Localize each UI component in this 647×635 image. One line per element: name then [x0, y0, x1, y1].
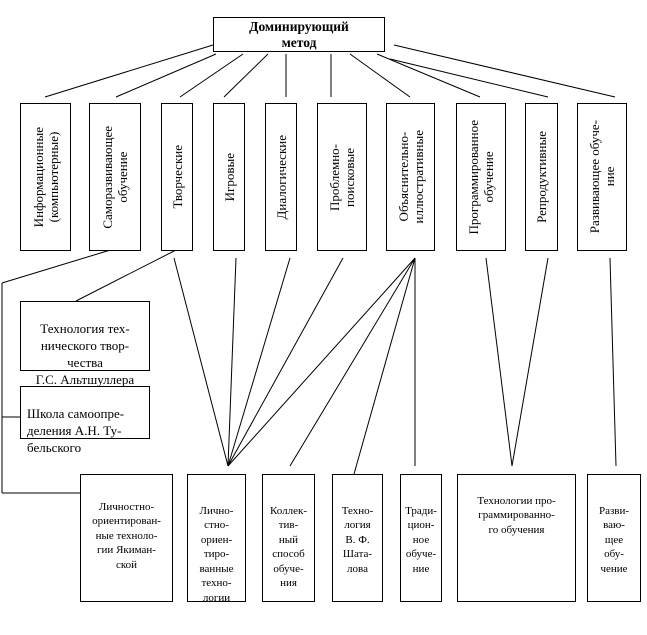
method-programmed: Программированное обучение — [456, 103, 506, 251]
tech-yakimanskaya: Личностно- ориентирован- ные техноло- ги… — [80, 474, 173, 602]
method-game: Игровые — [213, 103, 245, 251]
method-label: Проблемно- поисковые — [327, 143, 357, 211]
method-label: Саморазвивающее обучение — [100, 125, 130, 229]
method-label: Игровые — [221, 152, 237, 202]
tech-tubelsky: Школа самоопре- деления А.Н. Ту- бельско… — [20, 386, 150, 455]
method-reproductive: Репродуктивные — [525, 103, 558, 251]
connector-root-programmed — [376, 53, 481, 98]
connector-root-explanatory — [349, 53, 411, 98]
tech-label: Школа самоопре- деления А.Н. Ту- бельско… — [27, 406, 125, 455]
tech-label: Личностно- ориентирован- ные техноло- ги… — [92, 500, 161, 571]
root-title-line1: Доминирующий — [249, 19, 349, 34]
method-label: Объяснительно- иллюстративные — [395, 130, 426, 224]
connector-reproductive-tech — [511, 257, 549, 467]
connector-problem-personal — [227, 257, 344, 467]
tech-personal-oriented: Лично- стно- ориен- тиро- ванные техно- … — [187, 474, 246, 604]
method-label: Информационные (компьютерные) — [30, 126, 61, 228]
root-title-line2: метод — [281, 35, 317, 50]
tech-shatalov: Техно- логия В. Ф. Шата- лова — [332, 474, 383, 602]
connector-programmed-tech — [485, 257, 513, 467]
method-label: Развивающее обуче- ние — [587, 120, 617, 234]
connector-explanatory-collective — [289, 257, 416, 467]
connector-root-reproductive — [389, 58, 549, 98]
tech-programmed: Технологии про- граммированно- го обучен… — [457, 474, 576, 602]
connector-root-selfdev — [115, 53, 217, 98]
method-developing: Развивающее обуче- ние — [577, 103, 627, 251]
method-label: Творческие — [169, 145, 185, 209]
tech-collective: Коллек- тив- ный способ обуче- ния — [262, 474, 315, 602]
tech-label: Коллек- тив- ный способ обуче- ния — [269, 504, 307, 590]
tech-label: Технология тех- нического твор- чества Г… — [35, 321, 135, 387]
connector-creative-altshuller — [75, 248, 179, 302]
root-node-dominant-method: Доминирующий метод — [213, 17, 385, 52]
tech-traditional: Тради- цион- ное обуче- ние — [400, 474, 442, 602]
method-informational: Информационные (компьютерные) — [20, 103, 71, 251]
method-creative: Творческие — [161, 103, 193, 251]
method-label: Репродуктивные — [534, 131, 549, 223]
connector-game-personal — [227, 257, 237, 467]
method-self-developing: Саморазвивающее обучение — [89, 103, 141, 251]
connector-dialog-personal — [227, 257, 291, 467]
method-label: Программированное обучение — [466, 119, 496, 235]
method-explanatory-illustrative: Объяснительно- иллюстративные — [386, 103, 435, 251]
tech-altshuller: Технология тех- нического твор- чества Г… — [20, 301, 150, 387]
tech-label: Техно- логия В. Ф. Шата- лова — [341, 504, 374, 575]
tech-label: Тради- цион- ное обуче- ние — [405, 504, 437, 575]
connector-explanatory-shatalov — [353, 257, 416, 475]
connector-selfdev-bracket — [1, 247, 118, 284]
method-problem-search: Проблемно- поисковые — [317, 103, 367, 251]
method-label: Диалогические — [273, 134, 289, 220]
connector-explanatory-personal — [227, 257, 416, 467]
connector-root-creative — [179, 53, 244, 98]
tech-label: Разви- ваю- щее обу- чение — [598, 504, 630, 575]
tech-developing: Разви- ваю- щее обу- чение — [587, 474, 641, 602]
connector-root-developing — [393, 44, 616, 98]
connector-root-game — [223, 53, 269, 98]
connector-developing-tech — [609, 257, 617, 467]
tech-label: Технологии про- граммированно- го обучен… — [477, 494, 556, 536]
connector-creative-personal — [173, 257, 229, 467]
tech-label: Лично- стно- ориен- тиро- ванные техно- … — [199, 504, 234, 604]
method-dialogic: Диалогические — [265, 103, 297, 251]
connector-root-informational — [44, 44, 214, 98]
